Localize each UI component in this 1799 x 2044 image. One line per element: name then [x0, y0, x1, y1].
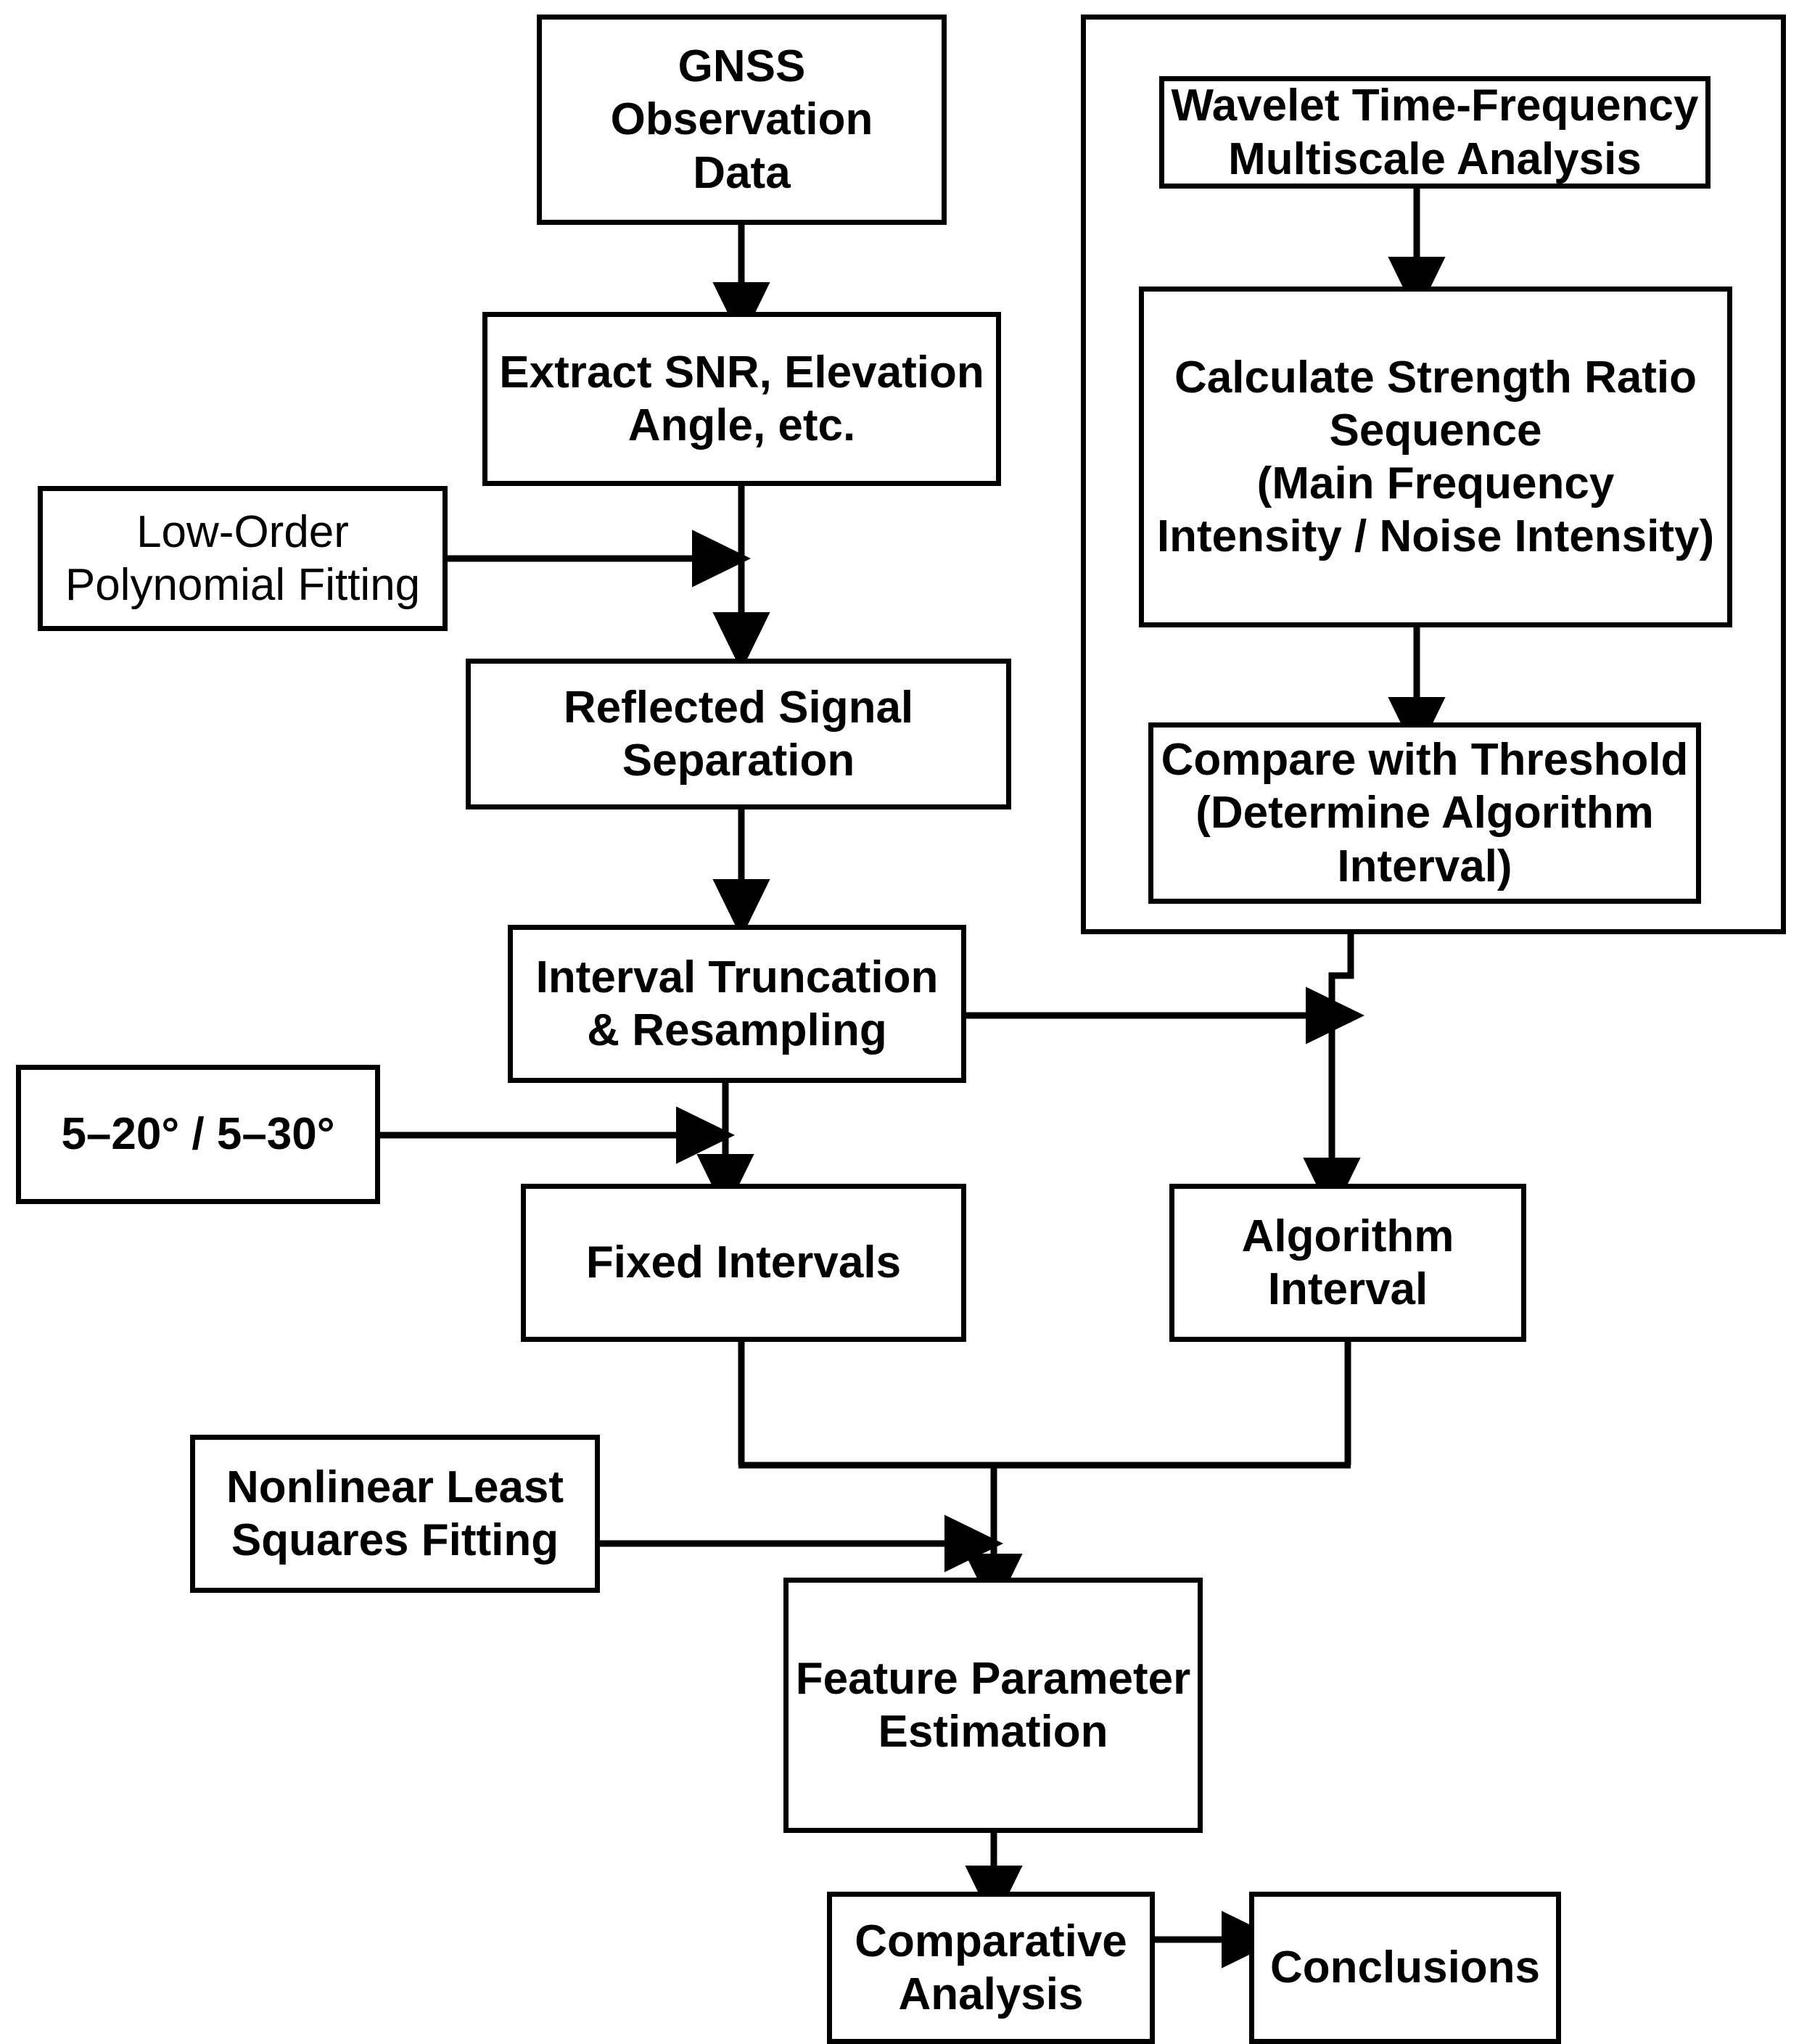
- node-label: Feature Parameter Estimation: [795, 1653, 1191, 1757]
- node-interval-truncation-resampling[interactable]: Interval Truncation & Resampling: [508, 925, 966, 1083]
- node-label: Nonlinear Least Squares Fitting: [226, 1462, 564, 1565]
- node-wavelet-analysis[interactable]: Wavelet Time-Frequency Multiscale Analys…: [1159, 76, 1711, 189]
- flowchart-canvas: GNSS Observation Data Extract SNR, Eleva…: [16, 15, 1786, 2044]
- node-low-order-polynomial-fitting[interactable]: Low-Order Polynomial Fitting: [38, 486, 448, 631]
- node-gnss-observation-data[interactable]: GNSS Observation Data: [537, 15, 947, 225]
- node-nonlinear-least-squares-fitting[interactable]: Nonlinear Least Squares Fitting: [190, 1435, 600, 1593]
- node-compare-with-threshold[interactable]: Compare with Threshold (Determine Algori…: [1148, 722, 1701, 904]
- edge-threshold-to-algorithm: [1328, 933, 1354, 1182]
- node-label: Calculate Strength Ratio Sequence (Main …: [1156, 352, 1715, 562]
- node-algorithm-interval[interactable]: Algorithm Interval: [1169, 1184, 1526, 1342]
- node-label: Low-Order Polynomial Fitting: [65, 506, 421, 610]
- node-label: Fixed Intervals: [585, 1237, 902, 1288]
- wavelet-analysis-group: [1081, 15, 1786, 934]
- node-conclusions[interactable]: Conclusions: [1249, 1892, 1561, 2044]
- node-label: 5–20° / 5–30°: [61, 1109, 335, 1160]
- node-fixed-intervals[interactable]: Fixed Intervals: [521, 1184, 966, 1342]
- node-calculate-strength-ratio[interactable]: Calculate Strength Ratio Sequence (Main …: [1139, 287, 1732, 627]
- node-extract-snr[interactable]: Extract SNR, Elevation Angle, etc.: [482, 312, 1001, 486]
- node-feature-parameter-estimation[interactable]: Feature Parameter Estimation: [783, 1578, 1203, 1833]
- node-label: Algorithm Interval: [1241, 1211, 1454, 1314]
- node-label: Conclusions: [1269, 1942, 1541, 1993]
- node-label: GNSS Observation Data: [610, 41, 873, 198]
- node-label: Interval Truncation & Resampling: [535, 952, 939, 1055]
- node-label: Reflected Signal Separation: [563, 682, 914, 786]
- node-label: Extract SNR, Elevation Angle, etc.: [499, 347, 984, 450]
- node-label: Wavelet Time-Frequency Multiscale Analys…: [1171, 81, 1699, 184]
- node-label: Comparative Analysis: [855, 1916, 1127, 2019]
- node-elevation-range[interactable]: 5–20° / 5–30°: [16, 1065, 380, 1204]
- node-comparative-analysis[interactable]: Comparative Analysis: [827, 1892, 1155, 2044]
- connector-layer: [379, 187, 1446, 1969]
- node-label: Compare with Threshold (Determine Algori…: [1161, 735, 1689, 891]
- node-reflected-signal-separation[interactable]: Reflected Signal Separation: [466, 659, 1011, 809]
